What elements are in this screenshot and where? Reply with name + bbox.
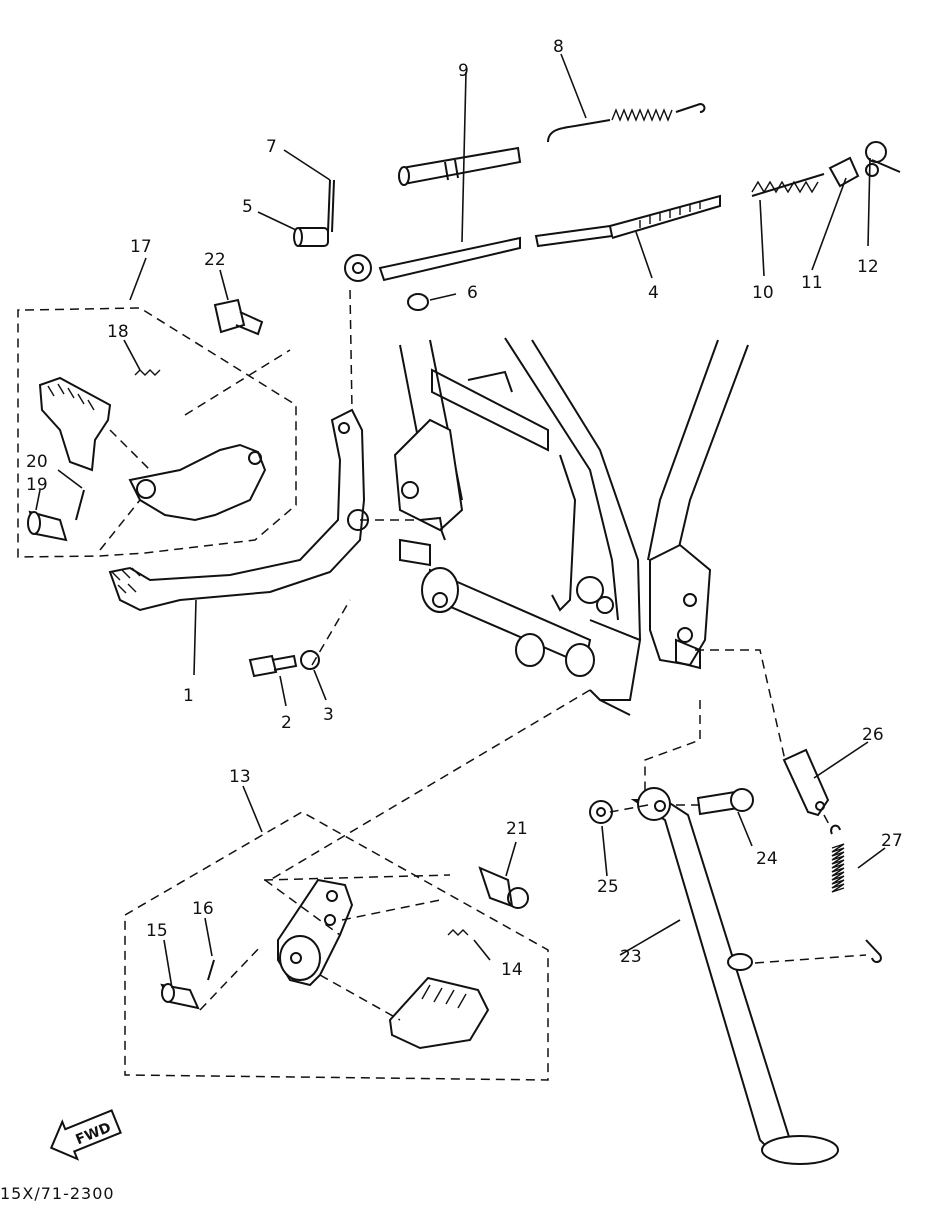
label-part-18: 18: [107, 322, 129, 342]
label-part-8: 8: [553, 37, 564, 57]
rod-assembly: [293, 102, 901, 311]
label-part-16: 16: [192, 899, 214, 919]
label-part-19: 19: [26, 475, 48, 495]
label-part-3: 3: [323, 705, 334, 725]
label-part-12: 12: [857, 257, 879, 277]
label-part-27: 27: [881, 831, 903, 851]
label-part-22: 22: [204, 250, 226, 270]
label-part-11: 11: [801, 273, 823, 293]
label-part-25: 25: [597, 877, 619, 897]
label-part-9: 9: [458, 61, 469, 81]
label-part-5: 5: [242, 197, 253, 217]
rear-footrest-assembly: [17, 298, 297, 558]
label-part-17: 17: [130, 237, 152, 257]
label-part-10: 10: [752, 283, 774, 303]
sidestand: [589, 748, 882, 1165]
diagram-code: 15X/71-2300: [0, 1184, 115, 1203]
assembly-lines: [99, 289, 867, 1021]
label-part-24: 24: [756, 849, 778, 869]
label-part-1: 1: [183, 686, 194, 706]
leader-lines: [35, 53, 886, 989]
frame-structure: [393, 337, 749, 716]
label-part-15: 15: [146, 921, 168, 941]
label-part-26: 26: [862, 725, 884, 745]
label-part-4: 4: [648, 283, 659, 303]
label-part-2: 2: [281, 713, 292, 733]
part-labels: 1 2 3 4 5 6 7 8 9 10 11 12 13 14 15 16 1…: [26, 37, 903, 980]
fwd-arrow-icon: FWD: [49, 1109, 122, 1161]
label-part-23: 23: [620, 947, 642, 967]
brake-pedal: [108, 408, 369, 678]
label-part-6: 6: [467, 283, 478, 303]
label-part-7: 7: [266, 137, 277, 157]
front-footrest-assembly: [124, 811, 549, 1081]
label-part-20: 20: [26, 452, 48, 472]
label-part-14: 14: [501, 960, 523, 980]
label-part-13: 13: [229, 767, 251, 787]
label-part-21: 21: [506, 819, 528, 839]
